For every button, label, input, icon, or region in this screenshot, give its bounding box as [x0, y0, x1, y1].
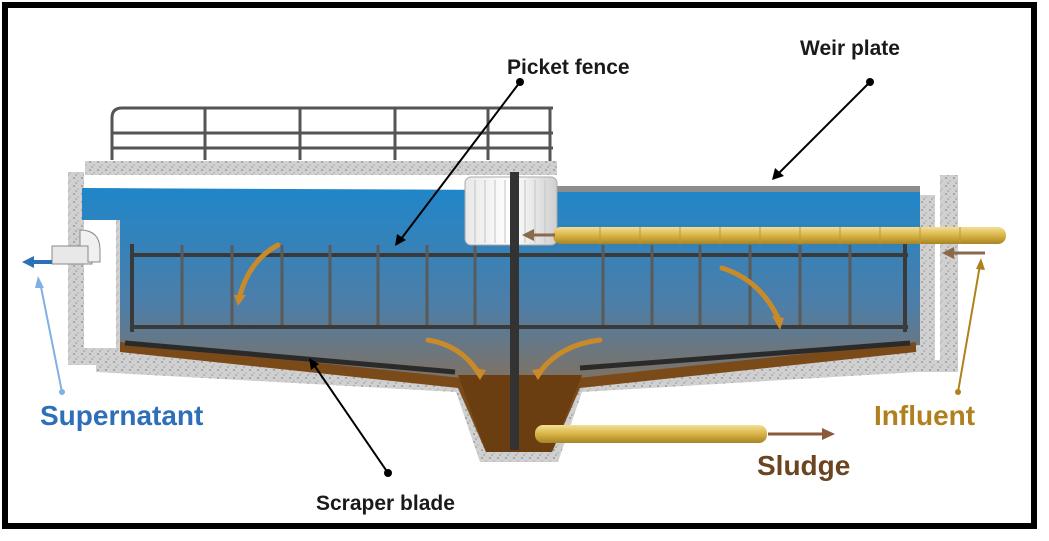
influent-label: Influent [874, 400, 976, 431]
sludge-out-arrow [768, 428, 835, 440]
picket-fence-label: Picket fence [507, 56, 630, 79]
influent-pipe [553, 227, 1006, 244]
scraper-blade-label: Scraper blade [316, 492, 455, 515]
diagram-frame [2, 2, 1037, 529]
scraper-blades [124, 340, 911, 375]
influent-in-arrow [942, 247, 985, 259]
center-shaft [510, 172, 519, 450]
supernatant-out-arrow [22, 256, 52, 268]
sludge-layer [120, 342, 916, 452]
weir-plate-label: Weir plate [800, 37, 900, 60]
supernatant-label: Supernatant [40, 400, 204, 431]
picket-fence-bars [180, 245, 852, 325]
weir-plate-bar [555, 186, 920, 192]
leader-weir-plate [772, 78, 874, 180]
sludge-pipe [535, 425, 767, 443]
feed-in-arrow [522, 229, 555, 241]
leader-picket-fence [395, 78, 524, 246]
outlet-pipe [51, 229, 101, 265]
flow-arrows [237, 242, 781, 375]
leader-supernatant [35, 276, 65, 395]
handrail [110, 106, 553, 162]
leader-influent [955, 258, 985, 395]
bridge-deck [85, 161, 557, 175]
leader-scraper-blade [309, 358, 392, 477]
sludge-label: Sludge [757, 450, 851, 481]
